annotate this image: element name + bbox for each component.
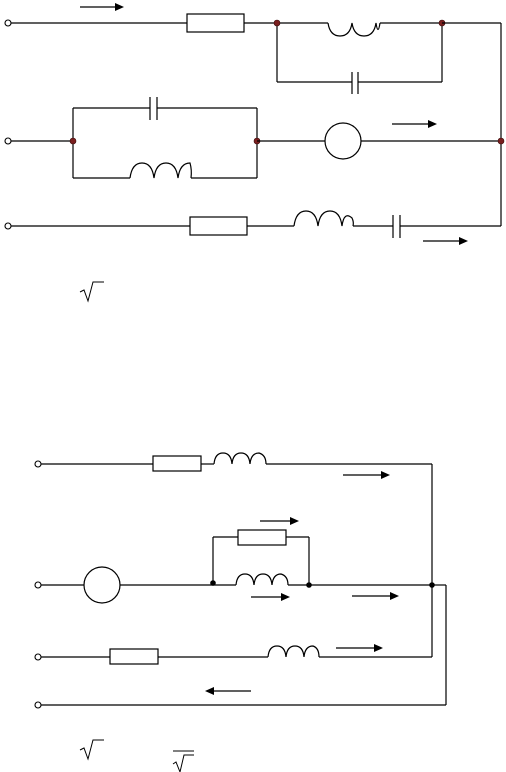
node-2a [69,137,77,145]
inductor-l4 [213,452,267,465]
resistor-r1 [186,13,245,33]
current-arrow-9 [205,687,251,695]
node-3b [306,582,312,588]
resistor-r2 [189,216,248,236]
capacitor-c2 [149,97,158,120]
generator-g1 [324,122,362,160]
circuit-2 [34,452,447,709]
node-1a [273,19,281,27]
inductor-l5 [235,573,289,586]
current-arrow-5 [260,517,299,525]
current-arrow-2 [392,120,437,128]
node-2c [497,137,505,145]
terminal-n2 [34,701,42,709]
terminal-b2 [34,581,42,589]
sqrt-3 [172,750,194,772]
terminal-a2 [34,460,42,468]
capacitor-c3 [392,215,401,238]
inductor-l2 [129,162,192,179]
current-arrow-4 [343,471,390,479]
inductor-l1 [327,22,381,37]
resistor-r4 [237,529,287,546]
circuit-1 [4,3,505,245]
inductor-l6 [267,645,320,658]
resistor-r3 [152,455,202,472]
capacitor-c1 [351,72,359,94]
terminal-a1 [4,19,12,27]
terminal-b1 [4,137,12,145]
sqrt-1 [79,281,104,303]
resistor-r5 [109,648,159,665]
node-3a [210,580,216,586]
current-arrow-1 [80,3,124,11]
current-arrow-7 [352,592,399,600]
inductor-l3 [293,210,354,227]
terminal-c2 [34,653,42,661]
current-arrow-3 [423,237,468,245]
current-arrow-6 [251,593,290,601]
generator-g2 [83,566,121,604]
sqrt-2 [79,739,104,761]
terminal-c1 [4,222,12,230]
current-arrow-8 [336,644,383,652]
